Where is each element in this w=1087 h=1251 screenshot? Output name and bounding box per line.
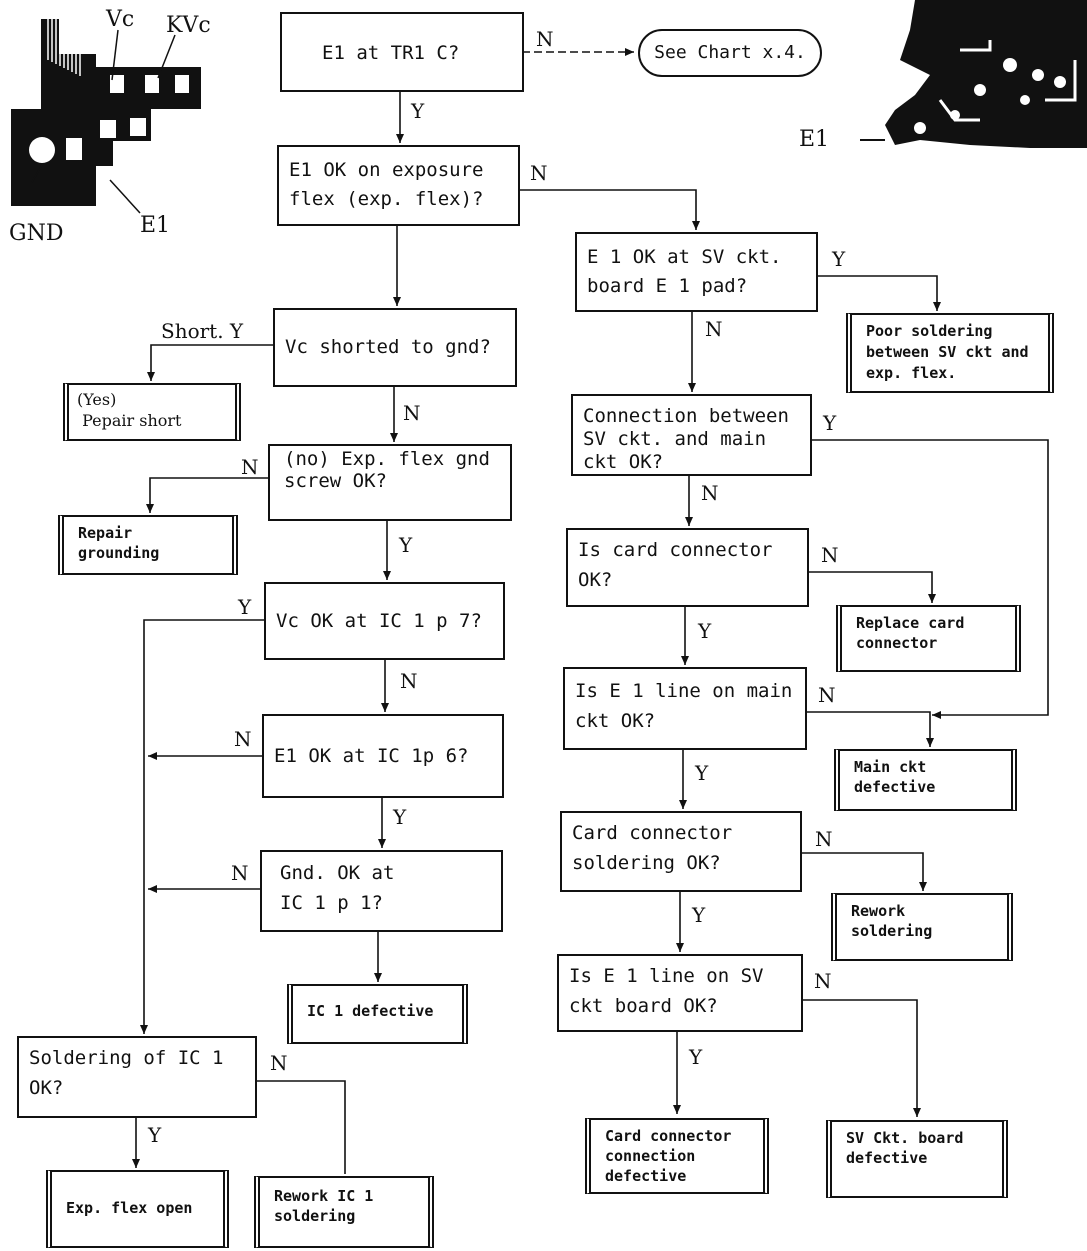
branch-n: N: [400, 669, 418, 693]
branch-n: N: [403, 401, 421, 425]
decision-card-soldering: Card connector soldering OK?: [560, 811, 802, 892]
branch-y: Y: [692, 903, 706, 927]
branch-n: N: [815, 827, 833, 851]
decision-connection-main: Connection between SV ckt. and main ckt …: [571, 394, 812, 476]
pcb-photo-right: [860, 0, 1087, 148]
decision-card-connector: Is card connector OK?: [566, 528, 809, 607]
branch-n: N: [705, 317, 723, 341]
result-rework-soldering: Rework soldering: [831, 893, 1013, 961]
branch-y: Y: [238, 595, 252, 619]
branch-y: Y: [832, 247, 846, 271]
label-e1-right: E1: [799, 127, 830, 152]
label-vc: Vc: [106, 7, 135, 32]
branch-short-y: Short. Y: [161, 319, 244, 343]
label-kvc: KVc: [166, 13, 211, 38]
result-poor-soldering: Poor soldering between SV ckt and exp. f…: [846, 313, 1054, 393]
result-exp-flex-open: Exp. flex open: [46, 1170, 229, 1248]
branch-y: Y: [399, 533, 413, 557]
see-chart-terminal: See Chart x.4.: [638, 29, 822, 77]
result-card-conn-defective: Card connector connection defective: [585, 1118, 769, 1194]
result-repair-short: (Yes) Pepair short: [63, 383, 241, 441]
branch-n: N: [231, 861, 249, 885]
branch-n: N: [234, 727, 252, 751]
decision-e1-line-sv: Is E 1 line on SV ckt board OK?: [557, 954, 803, 1032]
branch-y: Y: [698, 619, 712, 643]
result-repair-grounding: Repair grounding: [58, 515, 238, 575]
branch-n: N: [701, 481, 719, 505]
decision-gnd-ic1: Gnd. OK at IC 1 p 1?: [260, 850, 503, 932]
branch-y: Y: [411, 99, 425, 123]
decision-sv-pad: E 1 OK at SV ckt. board E 1 pad?: [575, 232, 818, 312]
branch-n: N: [818, 683, 836, 707]
branch-y: Y: [695, 761, 709, 785]
result-ic1-defective: IC 1 defective: [287, 984, 468, 1044]
decision-soldering-ic1: Soldering of IC 1 OK?: [17, 1036, 257, 1118]
branch-n: N: [241, 455, 259, 479]
branch-n: N: [814, 969, 832, 993]
decision-vc-shorted: Vc shorted to gnd?: [273, 308, 517, 387]
branch-y: Y: [689, 1045, 703, 1069]
branch-y: Y: [148, 1123, 162, 1147]
decision-exposure-flex: E1 OK on exposure flex (exp. flex)?: [277, 145, 520, 226]
pcb-photo-left: [11, 16, 201, 214]
decision-e1-ic1: E1 OK at IC 1p 6?: [262, 714, 504, 798]
branch-n: N: [536, 27, 554, 51]
branch-n: N: [270, 1051, 288, 1075]
branch-y: Y: [393, 805, 407, 829]
branch-y: Y: [823, 411, 837, 435]
decision-e1-at-tr1: E1 at TR1 C?: [280, 12, 524, 92]
label-e1-left: E1: [140, 213, 171, 238]
decision-vc-ic1: Vc OK at IC 1 p 7?: [264, 582, 505, 660]
result-main-defective: Main ckt defective: [834, 749, 1017, 811]
result-sv-board-defective: SV Ckt. board defective: [826, 1120, 1008, 1198]
result-replace-card: Replace card connector: [836, 605, 1021, 672]
label-gnd: GND: [9, 221, 64, 246]
branch-n: N: [530, 161, 548, 185]
decision-gnd-screw: (no) Exp. flex gnd screw OK?: [268, 444, 512, 521]
branch-n: N: [821, 543, 839, 567]
result-rework-ic1: Rework IC 1 soldering: [254, 1176, 434, 1248]
decision-e1-line-main: Is E 1 line on main ckt OK?: [563, 667, 807, 750]
